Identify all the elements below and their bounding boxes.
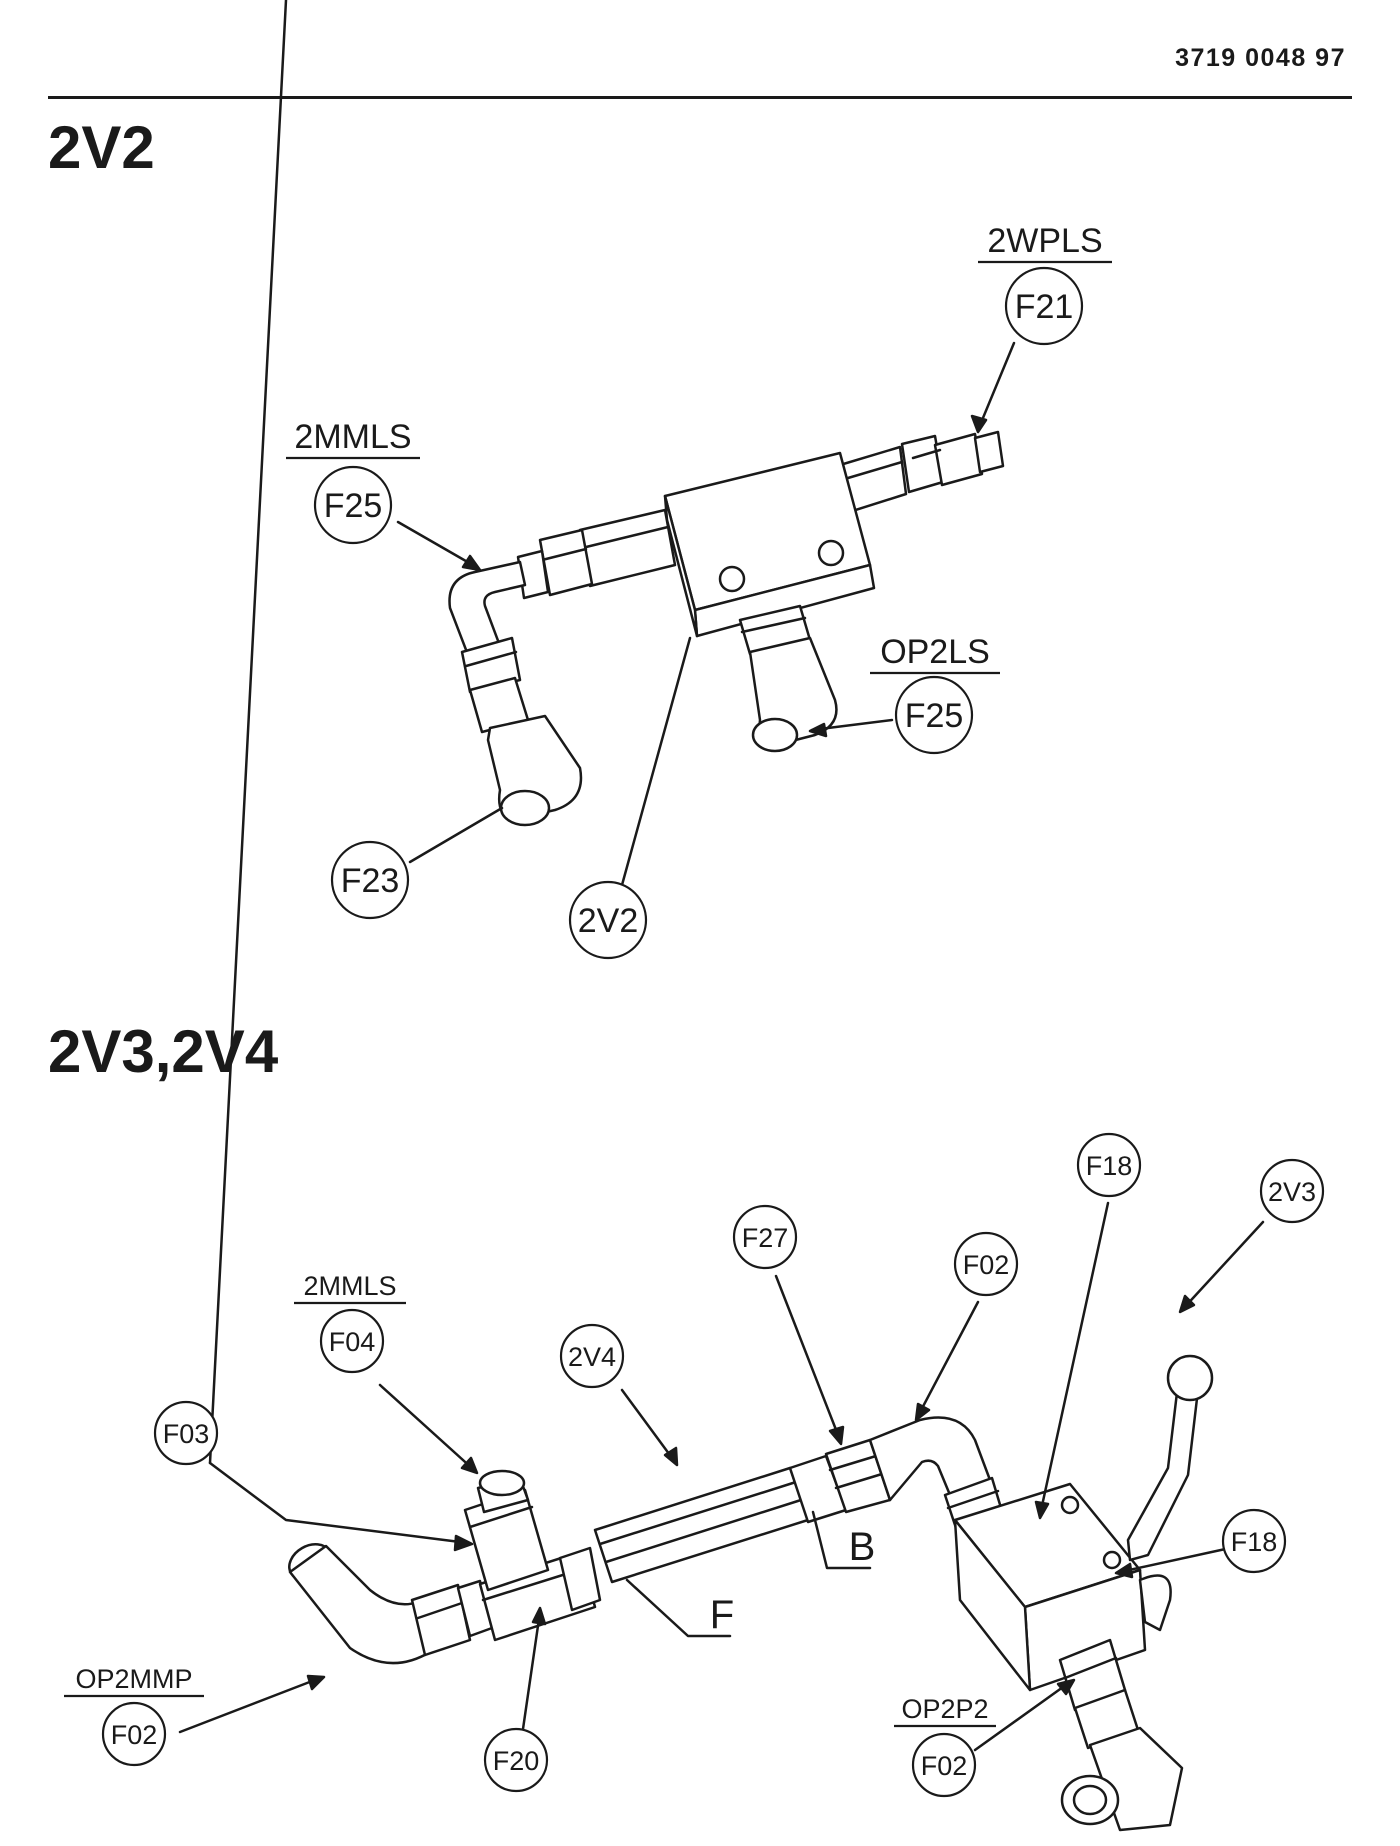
tag-op2mmp: OP2MMP: [75, 1664, 192, 1694]
left-elbow-2v2: [448, 560, 583, 827]
valve-block-2v2: [663, 451, 876, 638]
callout-f25-right-bubble: [894, 675, 974, 755]
callout-f27-bubble: [732, 1204, 798, 1270]
label-2v4: 2V4: [568, 1342, 616, 1372]
label-f20: F20: [493, 1746, 540, 1776]
callout-f18-right-bubble: [1221, 1508, 1287, 1574]
label-f02-left: F02: [111, 1720, 158, 1750]
label-f25-right: F25: [905, 697, 964, 735]
callout-f02-bottom-bubble: [911, 1732, 977, 1798]
callout-f23-bubble: [330, 840, 410, 920]
valve-assembly-2v3-2v4: [288, 1354, 1214, 1832]
header-rule: [48, 96, 1352, 99]
callout-f02-top-bubble: [953, 1231, 1019, 1297]
valve-handle-2v3: [1126, 1354, 1214, 1632]
callout-f02-left-bubble: [101, 1701, 167, 1767]
label-f25-left: F25: [324, 487, 383, 525]
bottom-elbow-2v2: [738, 604, 838, 753]
right-fitting-2v2: [838, 430, 1005, 515]
label-2v2: 2V2: [578, 902, 639, 940]
section-title-2v2: 2V2: [48, 114, 155, 181]
section-title-2v3-2v4: 2V3,2V4: [48, 1018, 279, 1085]
tag-2mmls: 2MMLS: [294, 418, 411, 456]
leader-lines-2v2: [396, 341, 1016, 887]
label-f23: F23: [341, 862, 400, 900]
valve-assembly-2v2: [448, 430, 1005, 827]
callout-f21-bubble: [1004, 266, 1084, 346]
document-number: 3719 0048 97: [1175, 44, 1346, 72]
port-label-f: F: [710, 1593, 734, 1637]
port-label-b: B: [849, 1525, 876, 1569]
tag-op2ls: OP2LS: [880, 633, 990, 671]
label-2v3: 2V3: [1268, 1177, 1316, 1207]
callout-f04-bubble: [319, 1308, 385, 1374]
left-fitting-2v2: [516, 508, 677, 600]
label-f27: F27: [742, 1223, 789, 1253]
callout-2v2-bubble: [568, 880, 648, 960]
left-elbow-2v3: [288, 1543, 494, 1665]
label-f18-right: F18: [1231, 1527, 1278, 1557]
label-f18-top: F18: [1086, 1151, 1133, 1181]
label-f03: F03: [163, 1419, 210, 1449]
tee-fitting-2v4: [463, 1469, 602, 1642]
tag-op2p2: OP2P2: [901, 1694, 988, 1724]
callout-2v3-bubble: [1259, 1158, 1325, 1224]
bottom-right-fitting-2v3: [1058, 1638, 1184, 1832]
callout-f25-left-bubble: [313, 465, 393, 545]
tag-2mmls-2: 2MMLS: [303, 1271, 396, 1301]
label-f21: F21: [1015, 288, 1074, 326]
label-f02-top: F02: [963, 1250, 1010, 1280]
callout-f18-top-bubble: [1076, 1132, 1142, 1198]
callout-f03-bubble: [153, 1400, 219, 1466]
leader-lines-2v3-2v4: [178, 0, 1265, 1752]
pipe-2v4: [593, 1466, 810, 1584]
label-f02-bottom: F02: [921, 1751, 968, 1781]
callout-f20-bubble: [483, 1727, 549, 1793]
tag-2wpls: 2WPLS: [987, 222, 1102, 260]
label-f04: F04: [329, 1327, 376, 1357]
callout-2v4-bubble: [559, 1323, 625, 1389]
